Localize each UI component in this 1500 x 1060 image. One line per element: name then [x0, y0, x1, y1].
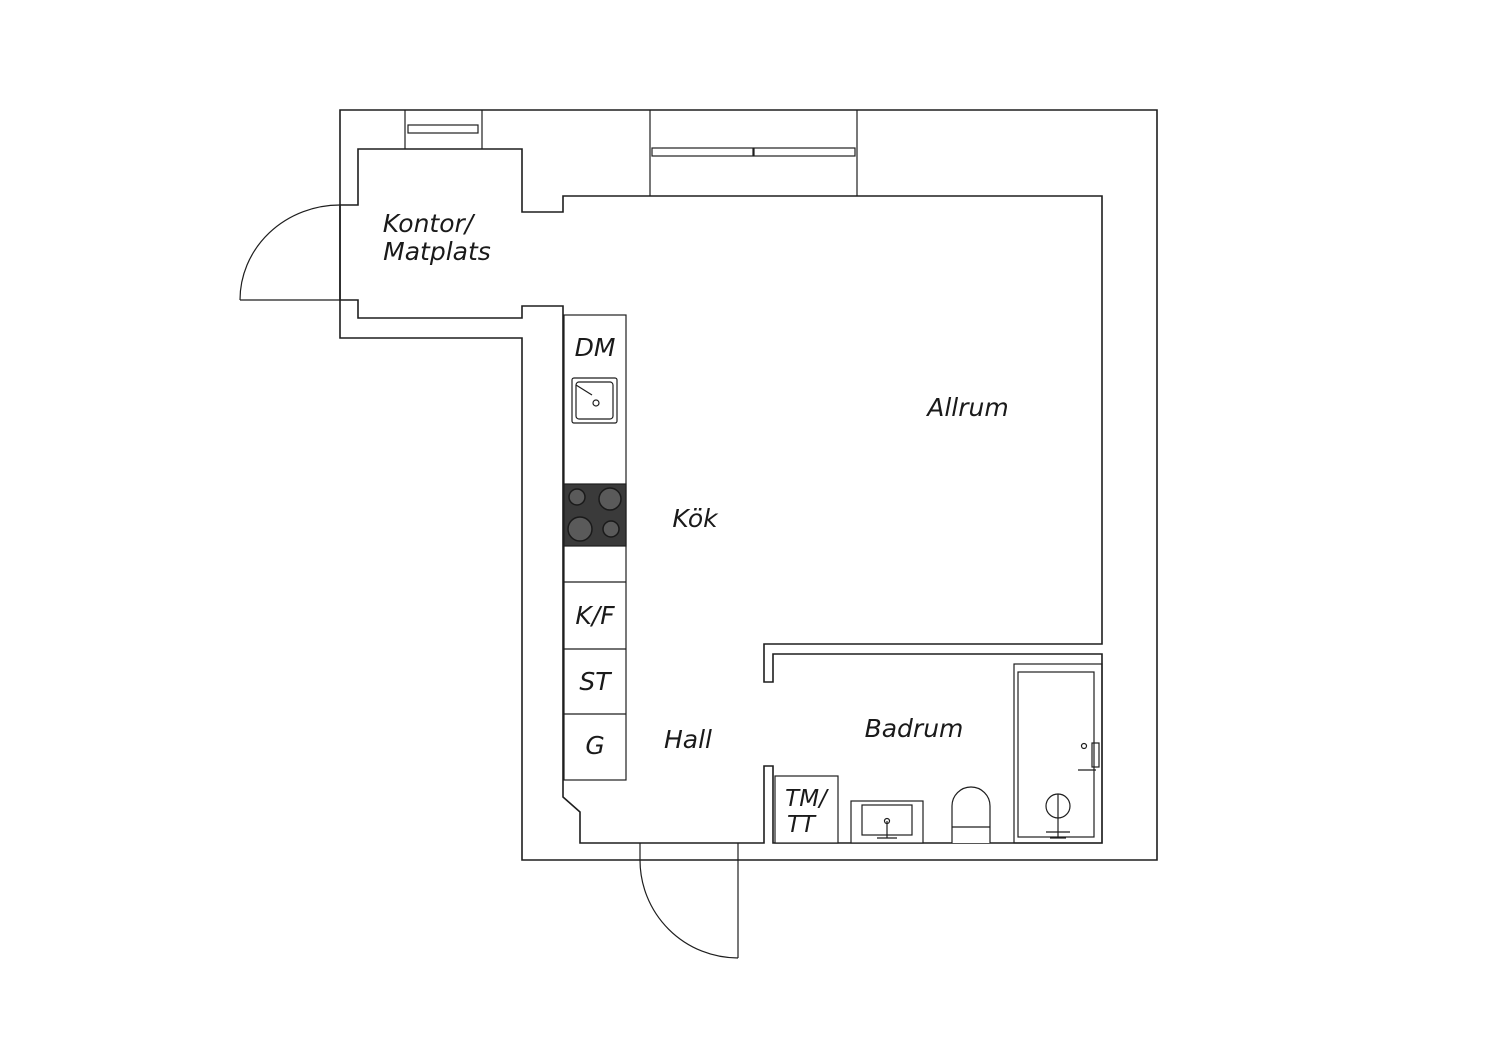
appliance-label-tm-1: TM/ [785, 786, 829, 812]
room-label-allrum: Allrum [925, 393, 1008, 422]
inner-wall [339, 148, 1103, 844]
appliance-label-kf: K/F [575, 601, 615, 630]
washer-dryer-box [774, 775, 839, 844]
bathroom-sink-icon [850, 800, 924, 844]
room-label-kontor-2: Matplats [383, 237, 491, 266]
room-label-kok: Kök [672, 504, 719, 533]
room-label-kontor-1: Kontor/ [383, 209, 476, 238]
room-label-badrum: Badrum [865, 714, 964, 743]
kitchen-sink-icon [571, 377, 618, 424]
room-label-hall: Hall [664, 725, 712, 754]
window-top-center [649, 110, 858, 196]
shower-icon [1013, 663, 1103, 844]
entrance-door [639, 843, 739, 959]
appliance-label-g: G [585, 731, 604, 760]
balcony-door [239, 204, 341, 301]
appliance-label-st: ST [579, 667, 612, 696]
window-top-left [404, 110, 483, 149]
stove-icon [563, 483, 627, 547]
appliance-label-tm-2: TT [787, 812, 817, 838]
appliance-label-dm: DM [575, 333, 616, 362]
toilet-icon [951, 786, 991, 843]
outer-wall [339, 109, 1158, 861]
